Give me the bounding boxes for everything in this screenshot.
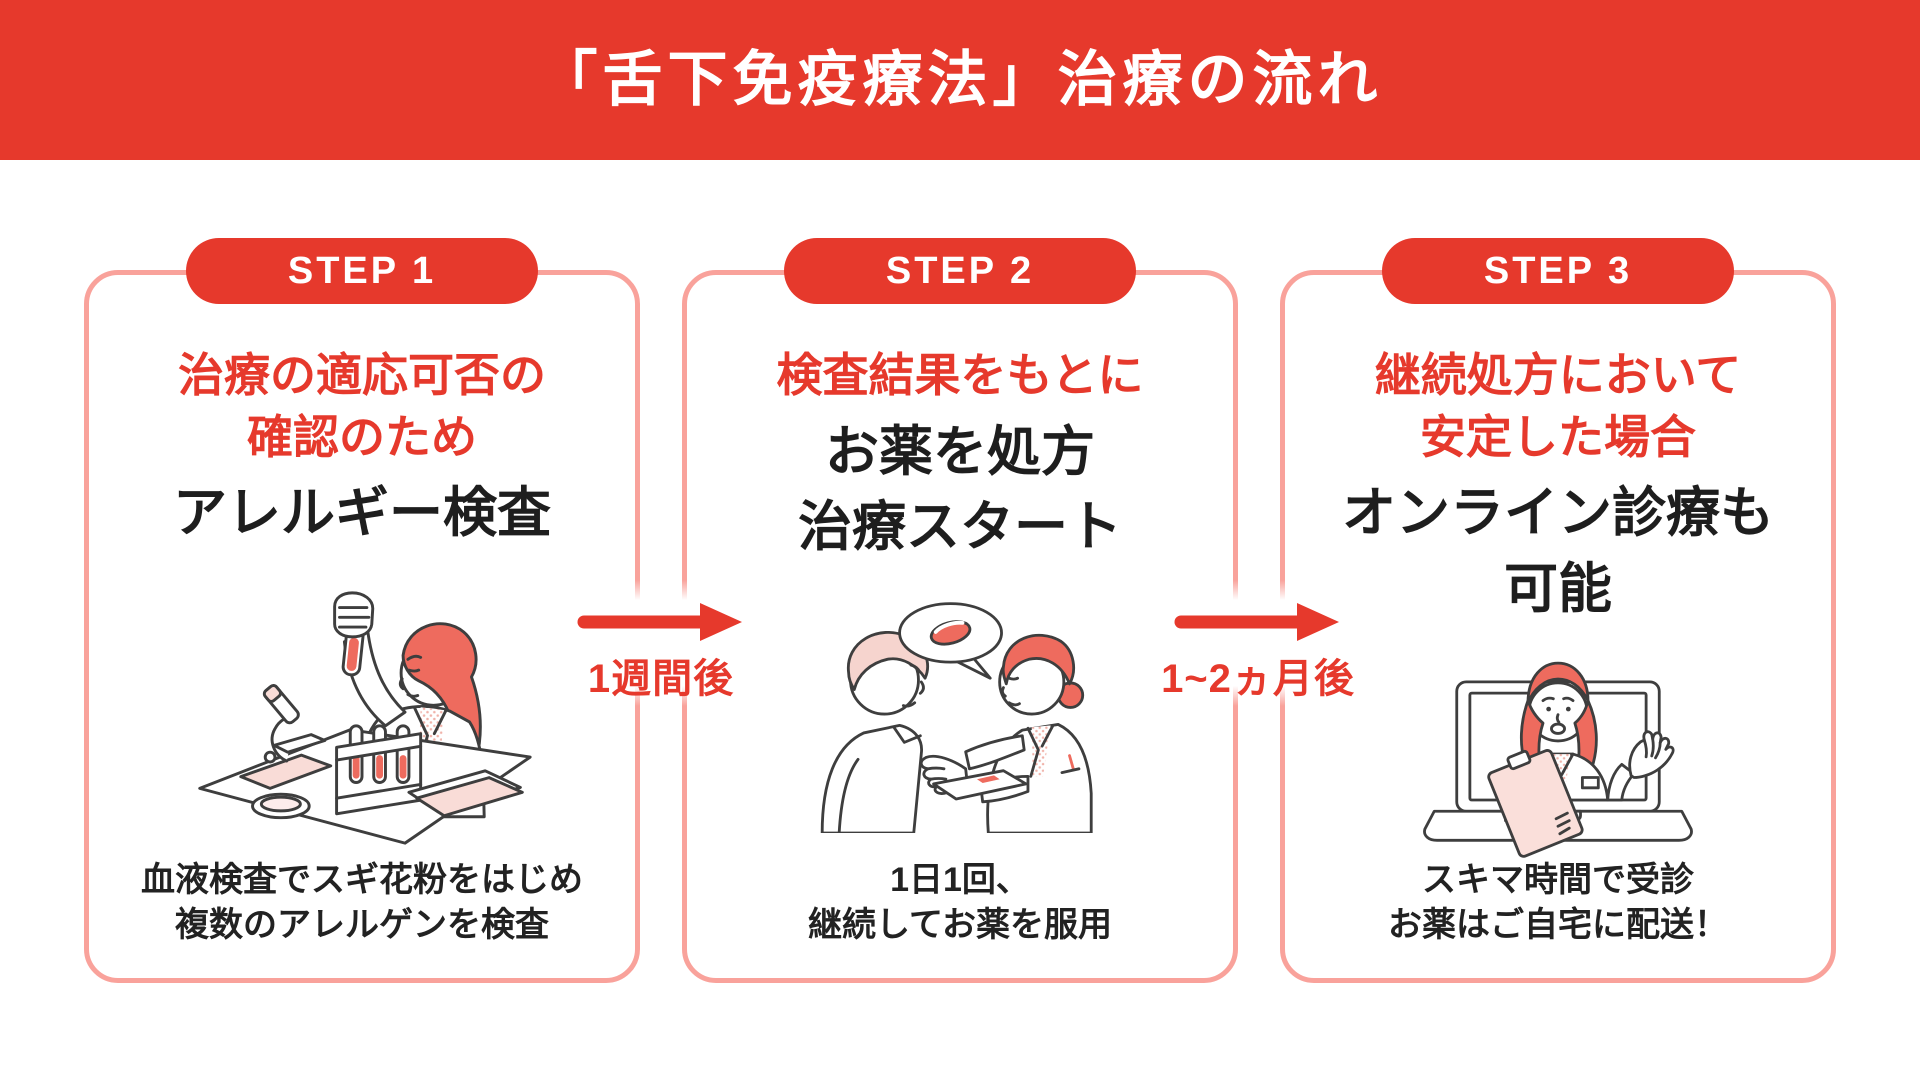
step-3-description: スキマ時間で受診 お薬はご自宅に配送！ (1388, 861, 1728, 945)
doctor (919, 633, 1093, 835)
connector-2: 1~2ヵ月後 (1158, 580, 1358, 706)
step-card-3: STEP 3 継続処方において 安定した場合 オンライン診療も 可能 (1280, 238, 1836, 983)
clipboard (1487, 749, 1584, 858)
medicine-package (932, 769, 1028, 801)
coat-pocket (1580, 776, 1600, 790)
step-3-subtitle: 継続処方において 安定した場合 (1374, 349, 1742, 463)
microscope-icon (239, 684, 333, 790)
pill-icon (929, 620, 972, 646)
step-1-description: 血液検査でスギ花粉をはじめ 複数のアレルゲンを検査 (141, 861, 583, 945)
page-title: 「舌下免疫療法」治療の流れ (537, 46, 1383, 113)
arrow-right-icon (577, 603, 742, 641)
petri-dish (251, 792, 311, 820)
documents (407, 769, 524, 818)
red-hair (1001, 633, 1076, 686)
allergy-blood-test-illustration (186, 587, 538, 854)
step-3-badge: STEP 3 (1382, 238, 1734, 304)
step-2-title: お薬を処方 治療スタート (798, 421, 1122, 558)
step-2-description: 1日1回、 継続してお薬を服用 (808, 861, 1112, 945)
speech-bubble (898, 602, 1003, 680)
connector-2-label: 1~2ヵ月後 (1161, 657, 1355, 701)
step-1-subtitle: 治療の適応可否の 確認のため (178, 349, 546, 463)
pocket-pen (1068, 754, 1075, 771)
header-banner: 「舌下免疫療法」治療の流れ (0, 0, 1920, 160)
step-1-title: アレルギー検査 (173, 483, 551, 544)
fist (333, 591, 375, 639)
step-3-title: オンライン診療も 可能 (1342, 483, 1774, 619)
step-1-badge: STEP 1 (186, 238, 538, 304)
step-2-subtitle: 検査結果をもとに (776, 349, 1144, 401)
arrow-right-icon (1174, 603, 1339, 641)
patient (820, 631, 929, 835)
prescription-consult-illustration (790, 597, 1130, 838)
connector-1-label: 1週間後 (587, 657, 735, 701)
step-card-1: STEP 1 治療の適応可否の 確認のため アレルギー検査 (84, 238, 640, 983)
step-card-2: STEP 2 検査結果をもとに お薬を処方 治療スタート (682, 238, 1238, 983)
connector-1: 1週間後 (561, 580, 761, 706)
test-tube-rack (335, 724, 423, 816)
telemedicine-illustration (1408, 635, 1708, 865)
step-2-badge: STEP 2 (784, 238, 1136, 304)
gesturing-arm (964, 734, 1026, 771)
